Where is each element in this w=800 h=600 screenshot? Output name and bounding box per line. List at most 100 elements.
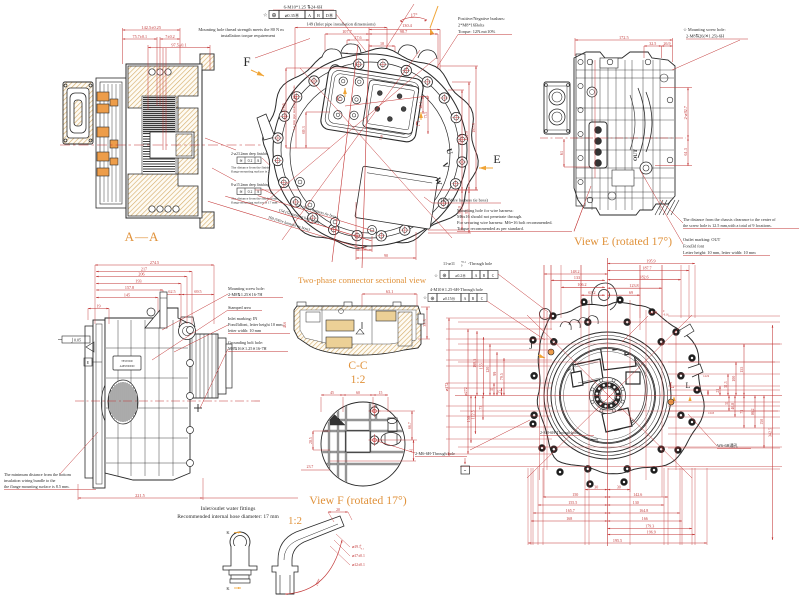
svg-text:100: 100 <box>731 376 736 382</box>
svg-text:63.1: 63.1 <box>386 289 393 294</box>
svg-text:90: 90 <box>384 253 388 258</box>
svg-text:Outlet marking: OUT: Outlet marking: OUT <box>683 237 721 242</box>
svg-text:63.2: 63.2 <box>588 290 595 295</box>
svg-text:⌀17±0.1: ⌀17±0.1 <box>352 554 365 558</box>
svg-text:90.9: 90.9 <box>457 206 462 213</box>
svg-text:100°: 100° <box>314 577 322 586</box>
svg-text:130: 130 <box>633 500 639 505</box>
svg-text:60: 60 <box>356 391 360 395</box>
svg-text:193: 193 <box>135 278 141 283</box>
svg-text:130.4: 130.4 <box>402 23 413 28</box>
svg-text:172.5: 172.5 <box>619 35 629 40</box>
svg-text:23.7: 23.7 <box>307 465 314 469</box>
svg-text:157.8: 157.8 <box>125 285 134 290</box>
svg-text:K: K <box>226 530 230 535</box>
svg-text:152.9: 152.9 <box>464 131 469 140</box>
svg-text:Torque: 12N.m±10%: Torque: 12N.m±10% <box>458 29 496 34</box>
svg-text:2-⌀23.2mm deep finishing: 2-⌀23.2mm deep finishing <box>231 152 270 156</box>
svg-text:-0.16: -0.16 <box>663 314 669 317</box>
svg-text:DⓂ: DⓂ <box>326 12 334 19</box>
svg-text:217: 217 <box>141 266 147 271</box>
svg-text:B: B <box>472 297 475 301</box>
svg-text:0.2: 0.2 <box>248 159 253 163</box>
svg-text:C: C <box>337 95 342 103</box>
svg-text:K: K <box>226 586 230 591</box>
svg-text:⌀172: ⌀172 <box>444 383 449 392</box>
svg-text:Mounting hole for wire harness: Mounting hole for wire harness: <box>457 208 514 213</box>
svg-text:133: 133 <box>574 275 580 280</box>
svg-text:A: A <box>464 297 467 301</box>
svg-text:⌀12±0.1: ⌀12±0.1 <box>352 563 365 567</box>
svg-text:26.9: 26.9 <box>664 41 671 46</box>
svg-text:+0.1: +0.1 <box>461 261 467 264</box>
svg-text:8-⌀15.2mm deep finishing: 8-⌀15.2mm deep finishing <box>231 183 270 187</box>
svg-text:45: 45 <box>330 391 334 395</box>
svg-text:86.2: 86.2 <box>751 408 755 415</box>
svg-text:2-M6-6H-Through hole: 2-M6-6H-Through hole <box>415 451 455 456</box>
svg-text:168.5: 168.5 <box>472 359 477 368</box>
svg-text:flange mounting surface is 24: flange mounting surface is 24 mm <box>231 170 278 174</box>
svg-text:187.7: 187.7 <box>642 265 651 270</box>
svg-text:View E (rotated 17°): View E (rotated 17°) <box>574 234 672 248</box>
svg-text:C: C <box>481 297 484 301</box>
svg-text:150: 150 <box>572 492 578 497</box>
svg-text:View F (rotated 17°): View F (rotated 17°) <box>309 493 406 507</box>
svg-text:≋: ≋ <box>239 189 242 194</box>
svg-text:C: C <box>416 120 421 128</box>
svg-text:E: E <box>87 360 90 365</box>
svg-text:☆: ☆ <box>434 273 439 278</box>
svg-text:Two-phase connector sectional: Two-phase connector sectional view <box>298 275 427 285</box>
svg-text:4-⌀ Inlet pipe installation di: 4-⌀ Inlet pipe installation dimensions <box>292 85 296 131</box>
svg-text:69.3: 69.3 <box>301 126 306 133</box>
svg-text:F: F <box>243 54 250 69</box>
svg-text:150: 150 <box>466 416 471 422</box>
svg-text:40.1: 40.1 <box>419 102 423 109</box>
svg-text:61: 61 <box>559 151 564 155</box>
svg-text:48.6: 48.6 <box>283 322 287 328</box>
svg-text:33.3: 33.3 <box>422 319 427 326</box>
svg-text:Torque recommended as per stan: Torque recommended as per standard. <box>457 226 524 231</box>
svg-text:185.9: 185.9 <box>471 123 476 132</box>
svg-text:L: L <box>686 381 691 390</box>
svg-text:⌀191: ⌀191 <box>649 310 658 315</box>
svg-text:⌀0.2Ⓜ: ⌀0.2Ⓜ <box>455 273 466 278</box>
svg-text:69: 69 <box>629 290 633 295</box>
svg-text:28.5: 28.5 <box>309 437 313 444</box>
svg-text:182.6: 182.6 <box>639 275 648 280</box>
svg-text:A: A <box>475 274 478 278</box>
svg-text:14.9: 14.9 <box>703 374 709 378</box>
svg-text:1:2: 1:2 <box>288 515 302 527</box>
svg-text:Fond3dfont, letter height 10 m: Fond3dfont, letter height 10 mm, <box>228 322 284 328</box>
svg-text:0.2: 0.2 <box>248 190 253 194</box>
svg-text:The distance from the chassis: The distance from the chassis clearance … <box>683 217 776 222</box>
svg-text:155.5: 155.5 <box>568 500 577 505</box>
svg-text:165.7: 165.7 <box>566 508 575 513</box>
svg-text:66.7: 66.7 <box>408 422 412 429</box>
svg-text:⌀0.15Ⓜ: ⌀0.15Ⓜ <box>443 296 456 301</box>
svg-text:⎭0.05: ⎭0.05 <box>71 338 81 343</box>
svg-text:A: A <box>257 190 260 194</box>
svg-text:☆: ☆ <box>423 295 428 300</box>
svg-text:40.8: 40.8 <box>731 403 735 410</box>
svg-text:98.7: 98.7 <box>400 29 408 34</box>
svg-text:-Through hole: -Through hole <box>468 261 492 266</box>
svg-text:☆: ☆ <box>263 13 268 19</box>
svg-text:195.5: 195.5 <box>613 538 622 543</box>
svg-text:73: 73 <box>478 406 483 410</box>
svg-text:Recommended internal hose diam: Recommended internal hose diameter: 17 m… <box>177 514 279 520</box>
svg-text:73.5: 73.5 <box>424 112 428 119</box>
svg-text:2-⌀92.7: 2-⌀92.7 <box>683 106 688 119</box>
svg-text:31.3: 31.3 <box>724 381 728 388</box>
svg-text:19: 19 <box>96 303 100 308</box>
svg-text:30: 30 <box>617 485 621 490</box>
svg-text:15: 15 <box>379 391 383 395</box>
svg-text:0: 0 <box>461 265 463 268</box>
svg-text:166: 166 <box>642 516 648 521</box>
svg-text:69.5: 69.5 <box>194 289 201 294</box>
svg-text:149 (Inlet pipe installation d: 149 (Inlet pipe installation dimensions) <box>306 22 376 27</box>
svg-text:27.6: 27.6 <box>354 35 361 40</box>
svg-text:31: 31 <box>490 387 494 391</box>
svg-text:93: 93 <box>464 209 469 213</box>
svg-text:2-M8-6H-Through hole: 2-M8-6H-Through hole <box>540 430 578 435</box>
svg-text:Letter height: 10 mm, letter w: Letter height: 10 mm, letter width: 10 m… <box>683 250 756 256</box>
